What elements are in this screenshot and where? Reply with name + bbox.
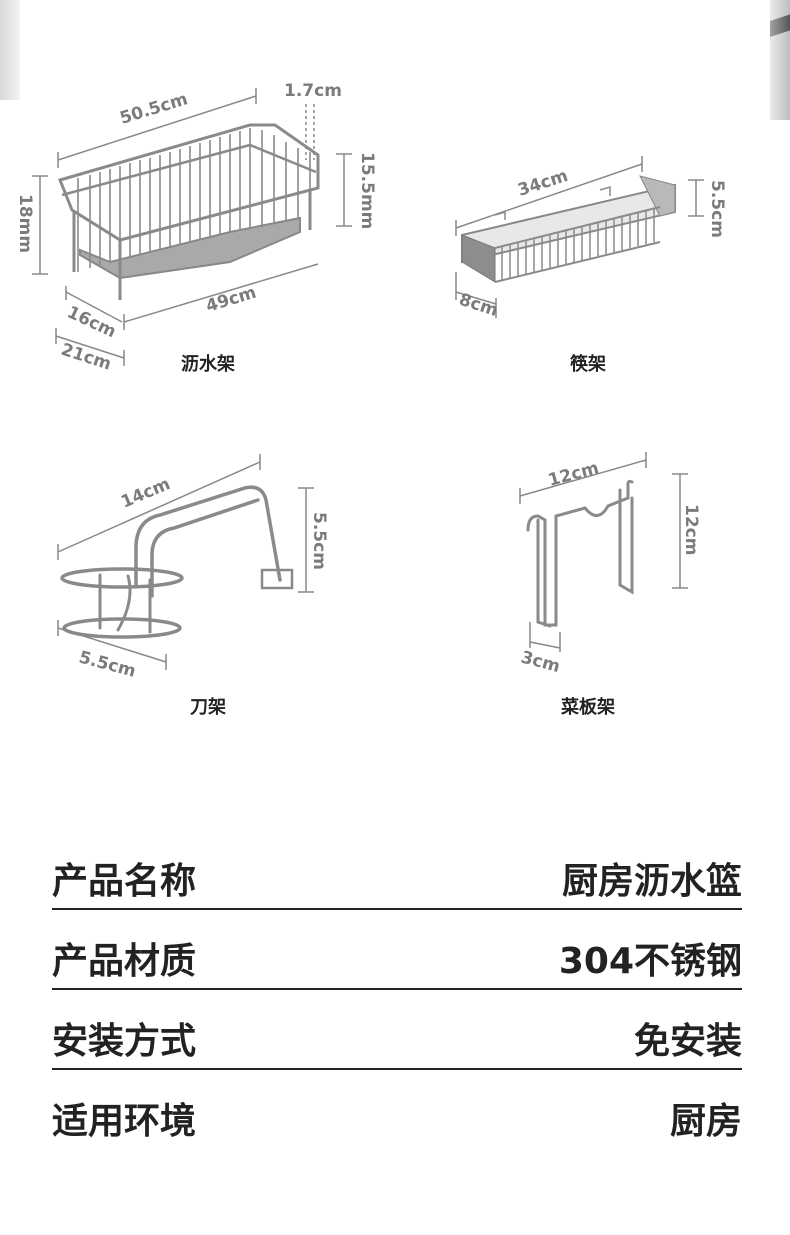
cutting-board-holder-width-label: 12cm — [546, 458, 601, 491]
spec-divider — [52, 1068, 742, 1070]
knife-holder-illustration — [60, 485, 294, 639]
knife-holder-height-label: 5.5cm — [309, 512, 329, 570]
dish-rack-wire-gap-label: 1.7cm — [284, 81, 342, 101]
chopstick-rack-length-label: 34cm — [515, 166, 570, 201]
cutting-board-holder-illustration — [526, 479, 634, 628]
cutting-board-holder-depth-label: 3cm — [519, 648, 562, 678]
chopstick-rack-illustration — [461, 175, 676, 283]
dish-rack-illustration — [57, 123, 320, 300]
chopstick-rack-caption: 筷架 — [570, 354, 606, 375]
spec-row-material: 产品材质 304不锈钢 — [52, 910, 742, 988]
dish-rack-depth-label: 16cm — [64, 302, 119, 342]
dish-rack-side-height-label: 18mm — [15, 194, 35, 253]
knife-holder-caption: 刀架 — [190, 697, 226, 718]
spec-label: 产品材质 — [52, 941, 197, 982]
knife-holder-length-label: 14cm — [118, 474, 173, 513]
dish-rack-length-label: 50.5cm — [118, 89, 191, 129]
background-shade-right — [768, 0, 790, 120]
spec-label: 安装方式 — [52, 1021, 197, 1062]
spec-label: 适用环境 — [52, 1101, 197, 1142]
cutting-board-holder-height-label: 12cm — [681, 504, 701, 555]
spec-value: 厨房 — [669, 1101, 742, 1142]
spec-divider — [52, 908, 742, 910]
cutting-board-holder-caption: 菜板架 — [561, 697, 615, 718]
knife-holder-width-label: 5.5cm — [77, 648, 138, 682]
dish-rack-caption: 沥水架 — [181, 354, 235, 375]
chopstick-rack-depth-label: 8cm — [456, 290, 500, 321]
dish-rack-height-label: 15.5mm — [357, 152, 377, 229]
spec-label: 产品名称 — [52, 861, 197, 902]
spec-value: 厨房沥水篮 — [561, 861, 742, 902]
product-drawings: 50.5cm 1.7cm 15.5mm 18mm 49cm 16cm 21cm … — [15, 81, 727, 682]
spec-row-environment: 适用环境 厨房 — [52, 1070, 742, 1148]
spec-value: 304不锈钢 — [558, 941, 742, 982]
spec-row-installation: 安装方式 免安装 — [52, 990, 742, 1068]
spec-divider — [52, 988, 742, 990]
background-shade-left — [0, 0, 20, 100]
chopstick-rack-height-label: 5.5cm — [707, 180, 727, 238]
spec-value: 免安装 — [633, 1021, 742, 1062]
spec-row-product-name: 产品名称 厨房沥水篮 — [52, 830, 742, 908]
dish-rack-inner-length-label: 49cm — [204, 283, 259, 317]
